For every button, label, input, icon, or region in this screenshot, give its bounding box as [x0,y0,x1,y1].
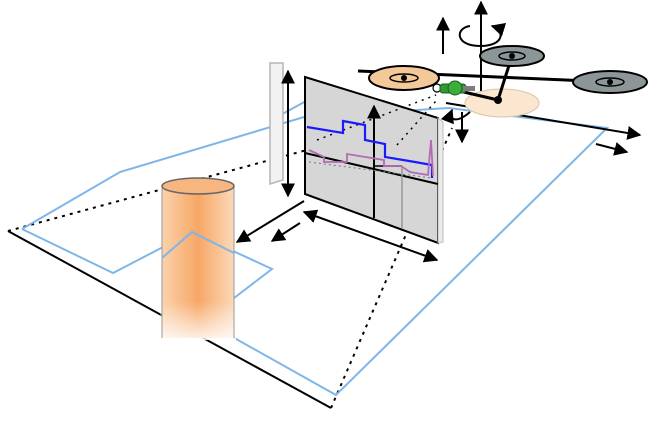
camera-module [432,80,475,96]
obstacle-cylinder [160,177,236,340]
signal-secondary [308,139,434,177]
forward-small-arrow [595,142,629,156]
rotation-arrow-icon [458,23,507,48]
rotation-arrow-icon-camera [440,108,471,125]
quadrotor-drone [357,0,648,144]
screen-ghost [269,62,284,186]
ground-edge-far-dotted [330,127,453,409]
obstacle-top [161,177,235,195]
projection-screen [304,75,444,245]
lateral-arrow [235,200,305,243]
rotor-right [572,70,648,94]
rotor-shadow [464,88,540,118]
rotor-rear [479,45,545,67]
lateral-small-arrow [270,222,301,242]
width-arrow [302,209,439,263]
rotor-front-left [368,65,440,91]
signal-primary [306,119,434,178]
